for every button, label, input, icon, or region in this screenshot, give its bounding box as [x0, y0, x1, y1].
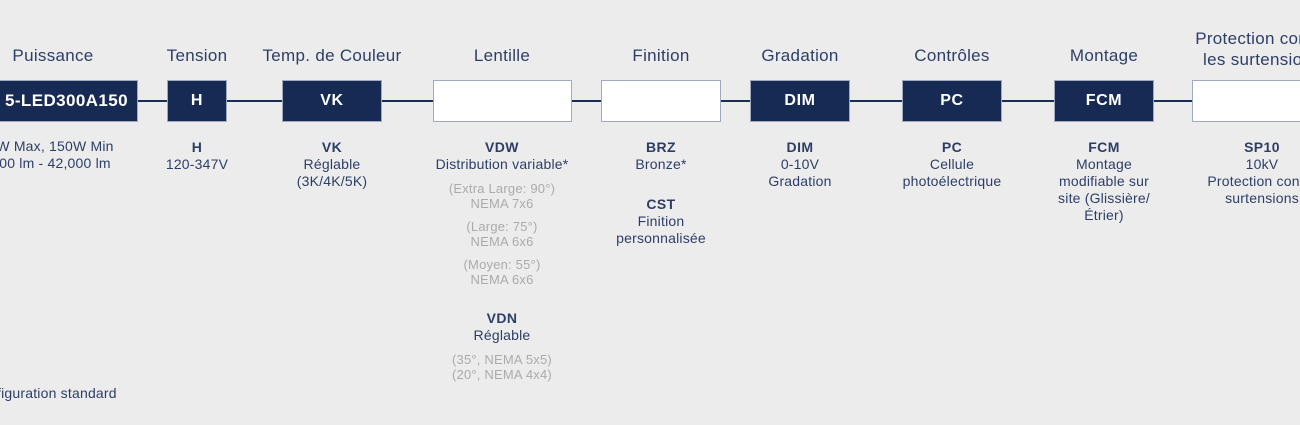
option-line: photoélectrique: [902, 173, 1002, 189]
details-puissance: W Max, 150W Min 00 lm - 42,000 lm: [0, 138, 114, 172]
code-box-puissance-label: 5-LED300A150: [5, 91, 128, 110]
column-header-protection-line2: les surtensions: [1203, 50, 1300, 69]
option-muted-line: (Large: 75°): [466, 219, 538, 234]
details-temp-couleur: VK Réglable (3K/4K/5K): [297, 138, 367, 190]
option-code: FCM: [1088, 139, 1120, 155]
details-montage: FCM Montage modifiable sur site (Glissiè…: [1058, 138, 1150, 224]
details-lentille: VDW Distribution variable* (Extra Large:…: [436, 138, 569, 382]
code-box-gradation: DIM: [750, 80, 850, 122]
details-finition: BRZ Bronze* CST Finition personnalisée: [616, 138, 706, 247]
option-code: CST: [646, 196, 676, 212]
option-line: Cellule: [929, 156, 975, 172]
column-header-protection: Protection contre les surtensions: [1195, 28, 1300, 70]
code-box-gradation-label: DIM: [784, 92, 816, 109]
option-group: BRZ Bronze*: [616, 138, 706, 173]
option-group: VDW Distribution variable* (Extra Large:…: [436, 138, 569, 287]
code-box-temp-couleur-label: VK: [320, 92, 344, 109]
code-box-controles: PC: [902, 80, 1002, 122]
option-line: 00 lm - 42,000 lm: [0, 155, 111, 171]
code-box-finition-empty: [601, 80, 721, 122]
option-code: DIM: [786, 139, 814, 155]
option-line: Finition: [637, 213, 685, 229]
option-group: W Max, 150W Min 00 lm - 42,000 lm: [0, 138, 114, 172]
option-line: modifiable sur: [1059, 173, 1149, 189]
option-line: Gradation: [768, 173, 832, 189]
code-box-protection-empty: [1192, 80, 1300, 122]
option-line: site (Glissière/: [1058, 190, 1150, 206]
option-code: VK: [321, 139, 343, 155]
option-muted-line: NEMA 6x6: [470, 272, 534, 287]
option-code: VDW: [485, 139, 519, 155]
option-code: PC: [941, 139, 963, 155]
option-line: 10kV: [1245, 156, 1279, 172]
option-line: W Max, 150W Min: [0, 138, 114, 154]
option-code: BRZ: [646, 139, 676, 155]
option-code: H: [191, 139, 203, 155]
option-group: VK Réglable (3K/4K/5K): [297, 138, 367, 190]
column-header-protection-line1: Protection contre: [1195, 29, 1300, 48]
option-subnote: (35°, NEMA 5x5) (20°, NEMA 4x4): [436, 352, 569, 382]
option-code: VDN: [486, 310, 518, 326]
option-subnote: (Large: 75°) NEMA 6x6: [436, 219, 569, 249]
code-box-montage: FCM: [1054, 80, 1154, 122]
code-box-puissance: 5-LED300A150: [0, 80, 138, 122]
option-group: DIM 0-10V Gradation: [768, 138, 831, 190]
option-line: Étrier): [1084, 207, 1124, 223]
option-muted-line: (20°, NEMA 4x4): [452, 367, 552, 382]
option-line: 120-347V: [165, 156, 229, 172]
option-line: 0-10V: [780, 156, 820, 172]
column-header-tension: Tension: [166, 46, 228, 65]
option-line: Bronze*: [635, 156, 687, 172]
column-header-lentille: Lentille: [473, 46, 531, 65]
code-box-lentille-empty: [433, 80, 572, 122]
option-muted-line: (Moyen: 55°): [463, 257, 541, 272]
details-controles: PC Cellule photoélectrique: [903, 138, 1002, 190]
column-header-controles: Contrôles: [914, 46, 990, 65]
column-header-temp-couleur: Temp. de Couleur: [262, 46, 402, 65]
option-line: (3K/4K/5K): [296, 173, 368, 189]
option-group: VDN Réglable (35°, NEMA 5x5) (20°, NEMA …: [436, 309, 569, 382]
option-group: CST Finition personnalisée: [616, 195, 706, 247]
option-group: H 120-347V: [166, 138, 228, 173]
option-line: Distribution variable*: [435, 156, 569, 172]
column-header-montage: Montage: [1069, 46, 1139, 65]
details-tension: H 120-347V: [166, 138, 228, 173]
option-code: SP10: [1244, 139, 1280, 155]
option-muted-line: NEMA 7x6: [470, 196, 534, 211]
option-muted-line: (35°, NEMA 5x5): [452, 352, 552, 367]
option-line: personnalisée: [616, 230, 706, 246]
details-protection: SP10 10kV Protection contre surtensions: [1207, 138, 1300, 207]
details-gradation: DIM 0-10V Gradation: [768, 138, 831, 190]
code-box-temp-couleur: VK: [282, 80, 382, 122]
option-line: Réglable: [473, 327, 531, 343]
column-header-finition: Finition: [632, 46, 690, 65]
option-subnote: (Moyen: 55°) NEMA 6x6: [436, 257, 569, 287]
code-box-tension: H: [167, 80, 227, 122]
option-line: Montage: [1076, 156, 1132, 172]
option-line: surtensions: [1225, 190, 1299, 206]
option-group: SP10 10kV Protection contre surtensions: [1207, 138, 1300, 207]
option-subnote: (Extra Large: 90°) NEMA 7x6: [436, 181, 569, 211]
code-box-controles-label: PC: [940, 92, 964, 109]
option-line: Réglable: [303, 156, 361, 172]
column-header-gradation: Gradation: [761, 46, 839, 65]
option-group: PC Cellule photoélectrique: [903, 138, 1002, 190]
option-line: Protection contre: [1207, 173, 1300, 189]
option-muted-line: NEMA 6x6: [470, 234, 534, 249]
code-box-tension-label: H: [190, 92, 204, 109]
option-muted-line: (Extra Large: 90°): [448, 181, 556, 196]
standard-configuration-footnote: figuration standard: [0, 385, 117, 401]
column-header-puissance: Puissance: [12, 46, 94, 65]
option-group: FCM Montage modifiable sur site (Glissiè…: [1058, 138, 1150, 224]
code-box-montage-label: FCM: [1085, 92, 1123, 109]
